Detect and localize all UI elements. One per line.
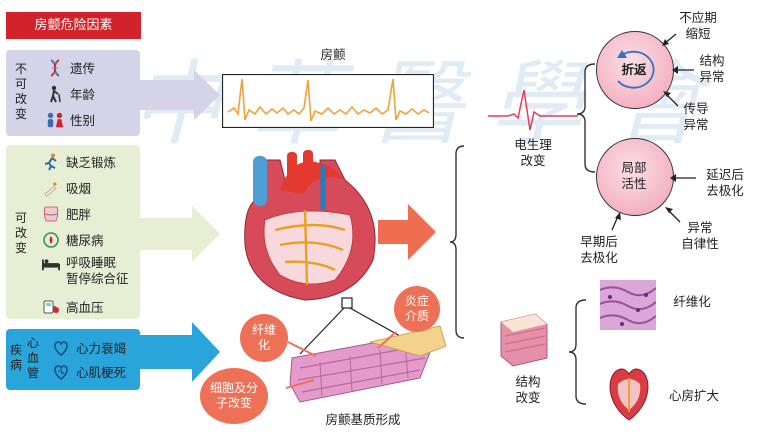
dilated-atrium-image: [609, 368, 649, 421]
factor-conduction: 传导异常: [683, 101, 709, 132]
risk-item-inactivity: 缺乏锻炼: [42, 152, 116, 171]
risk-item-sex: 性别: [46, 110, 95, 129]
factor-early: 早期后去极化: [580, 234, 618, 265]
disease-panel: 疾病 心血管 心力衰竭 心肌梗死: [6, 329, 140, 390]
fibrosis-histology-image: [600, 280, 656, 330]
disease-label: 疾病: [9, 343, 22, 372]
risk-item-infarction: 心肌梗死: [52, 362, 126, 381]
local-activity-label: 局部活性: [621, 160, 647, 191]
structural-label: 结构改变: [515, 374, 541, 405]
cardiovascular-label: 心血管: [26, 336, 39, 380]
ecg-pulse: [488, 89, 578, 131]
bubble-inflammation: 炎症介质: [394, 286, 440, 332]
sleep-bed-icon: [42, 255, 60, 273]
unmodifiable-panel: 不可改变 遗传 年龄 性别: [6, 50, 140, 136]
unmodifiable-label: 不可改变: [14, 62, 27, 121]
result-dilation: 心房扩大: [668, 388, 719, 403]
electro-label: 电生理改变: [514, 137, 552, 168]
reentry-label: 折返: [621, 62, 647, 77]
myocardium-block-icon: [500, 313, 548, 367]
heart-illustration: [244, 150, 376, 301]
arrow-unmodifiable: [140, 70, 220, 120]
factor-structural: 结构异常: [699, 53, 725, 84]
risk-item-genetics: 遗传: [46, 58, 95, 77]
risk-item-age: 年龄: [46, 84, 95, 103]
modifiable-label: 可改变: [14, 211, 27, 255]
risk-item-smoking: 吸烟: [42, 178, 91, 197]
page-title: 房颤危险因素: [6, 12, 141, 39]
bubble-fibrosis: 纤维化: [240, 314, 288, 362]
waist-icon: [42, 205, 60, 223]
glucose-icon: [42, 231, 60, 249]
arrow-modifiable: [140, 206, 220, 262]
risk-item-heart-failure: 心力衰竭: [52, 338, 126, 357]
risk-item-diabetes: 糖尿病: [42, 230, 104, 249]
dna-icon: [46, 58, 64, 77]
modifiable-panel: 可改变 缺乏锻炼 吸烟 肥胖 糖尿病 呼吸睡眠 暂停综合征: [6, 145, 140, 319]
risk-item-hypertension: 高血压: [42, 297, 104, 316]
outcome-bracket: [449, 145, 465, 339]
factor-delayed: 延迟后去极化: [706, 167, 744, 198]
substrate-label: 房颤基质形成: [325, 412, 401, 427]
arrow-disease: [140, 322, 220, 382]
infarction-icon: [52, 363, 70, 381]
runner-icon: [42, 153, 60, 171]
bubble-cellular: 细胞及分子改变: [200, 368, 268, 424]
risk-item-sleep-apnea: 呼吸睡眠 暂停综合征: [42, 255, 129, 287]
electro-bracket: [576, 63, 596, 173]
local-activity-arrows: [611, 174, 696, 231]
factor-refractory: 不应期缩短: [679, 10, 717, 41]
main-arrow: [378, 204, 436, 260]
tissue-illustration: [289, 297, 447, 403]
panel-arrows: [140, 70, 220, 382]
factor-automaticity: 异常自律性: [681, 220, 719, 251]
local-activity-circle: [596, 138, 674, 216]
cigarette-icon: [42, 179, 60, 197]
ecg-strip: [222, 74, 434, 128]
ecg-title: 房颤: [320, 47, 346, 62]
reentry-arrows: [662, 33, 694, 107]
structural-bracket: [568, 299, 587, 405]
reentry-circle: [596, 31, 674, 109]
bubble-pointers: [286, 331, 397, 389]
reentry-loop-icon: [617, 50, 655, 89]
elderly-icon: [46, 85, 64, 103]
result-fibrosis: 纤维化: [673, 294, 711, 309]
gender-icon: [46, 111, 64, 129]
risk-item-obesity: 肥胖: [42, 204, 91, 223]
bp-monitor-icon: [42, 298, 60, 316]
heart-failure-icon: [52, 339, 70, 357]
